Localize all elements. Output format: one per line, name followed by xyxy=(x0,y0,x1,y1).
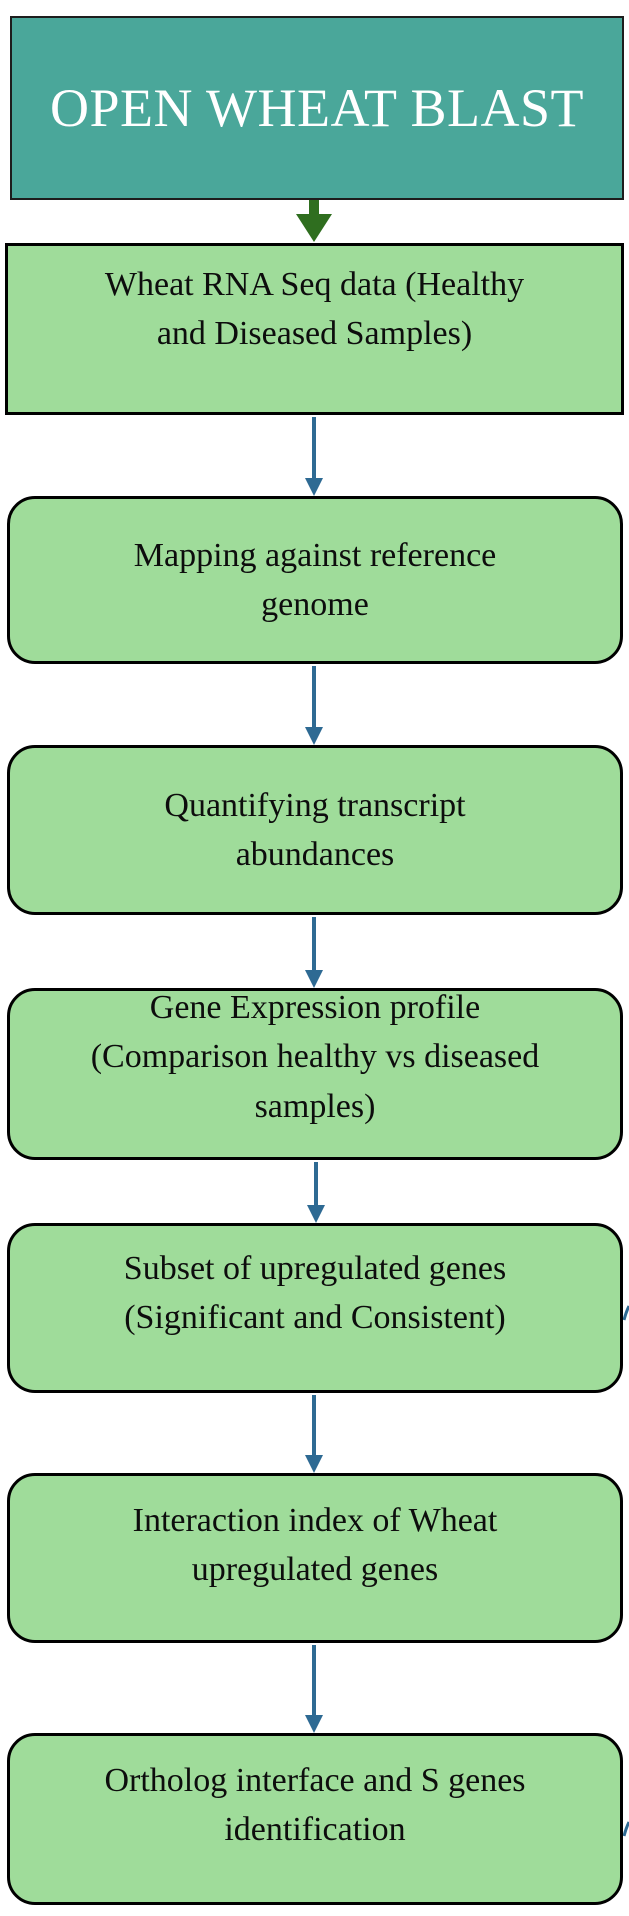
step-box-gene-expression: Gene Expression profile (Comparison heal… xyxy=(7,988,623,1160)
step-text-upregulated-subset: Subset of upregulated genes (Significant… xyxy=(123,1250,507,1337)
arrow-step-3-to-step-4 xyxy=(305,917,323,988)
title-text: OPEN WHEAT BLAST xyxy=(49,77,585,138)
step-box-interaction-index: Interaction index of Wheat upregulated g… xyxy=(7,1473,623,1643)
step-box-rna-seq-data: Wheat RNA Seq data (Healthy and Diseased… xyxy=(5,243,624,415)
step-box-ortholog-interface: Ortholog interface and S genes identific… xyxy=(7,1733,623,1905)
arrow-step-2-to-step-3 xyxy=(305,666,323,745)
step-text-ortholog-interface: Ortholog interface and S genes identific… xyxy=(104,1762,526,1849)
step-box-mapping: Mapping against reference genome xyxy=(7,496,623,664)
step-text-quantifying: Quantifying transcript abundances xyxy=(164,786,466,873)
title-box: OPEN WHEAT BLAST xyxy=(10,16,624,200)
arrow-step-1-to-step-2 xyxy=(305,417,323,496)
step-text-gene-expression: Gene Expression profile (Comparison heal… xyxy=(90,989,540,1125)
step-box-quantifying: Quantifying transcript abundances xyxy=(7,745,623,915)
step-box-upregulated-subset: Subset of upregulated genes (Significant… xyxy=(7,1223,623,1393)
cropped-connector-right-2 xyxy=(622,1821,629,1837)
arrow-step-6-to-step-7 xyxy=(305,1645,323,1733)
step-text-interaction-index: Interaction index of Wheat upregulated g… xyxy=(132,1502,498,1589)
cropped-connector-right-1 xyxy=(622,1305,629,1321)
step-text-rna-seq-data: Wheat RNA Seq data (Healthy and Diseased… xyxy=(104,266,525,353)
arrow-step-5-to-step-6 xyxy=(305,1395,323,1473)
arrow-step-4-to-step-5 xyxy=(307,1162,325,1223)
step-text-mapping: Mapping against reference genome xyxy=(133,536,497,623)
